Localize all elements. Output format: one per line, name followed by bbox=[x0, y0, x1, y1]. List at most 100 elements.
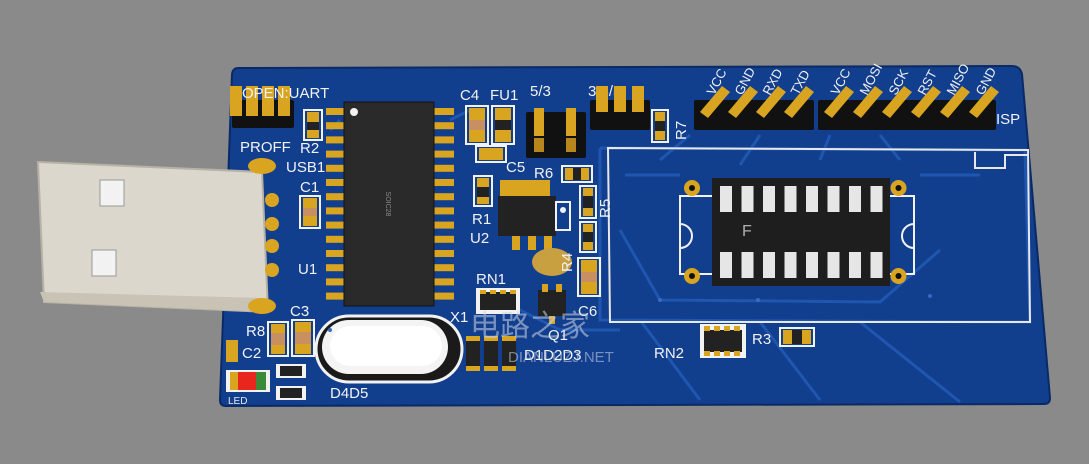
smd-r4 bbox=[579, 221, 597, 253]
label-fu1: FU1 bbox=[490, 87, 518, 104]
label-jumper-a: 5/3 bbox=[530, 83, 551, 100]
label-c2: C2 bbox=[242, 345, 261, 362]
usb-mount-pad bbox=[248, 298, 276, 314]
resistor-network-rn1 bbox=[476, 288, 520, 314]
label-c1: C1 bbox=[300, 179, 319, 196]
label-rn1: RN1 bbox=[476, 271, 506, 288]
chip-pin bbox=[326, 122, 346, 130]
smd-r8-c2 bbox=[226, 321, 289, 362]
dip-slot bbox=[827, 252, 840, 278]
dip-slot bbox=[827, 186, 840, 212]
smd-r2 bbox=[303, 109, 323, 141]
usb-shell-side bbox=[40, 292, 268, 312]
chip-pin bbox=[326, 193, 346, 201]
label-d4d5: D4D5 bbox=[330, 385, 368, 402]
smd-c1 bbox=[299, 195, 321, 229]
chip-pin bbox=[432, 292, 454, 300]
chip-pin bbox=[326, 221, 346, 229]
usb-window bbox=[91, 249, 117, 277]
label-c6: C6 bbox=[578, 303, 597, 320]
chip-pin1-dot bbox=[350, 108, 358, 116]
dip-slot bbox=[806, 252, 818, 278]
chip-pin bbox=[326, 150, 346, 158]
header-pin bbox=[824, 86, 854, 118]
transistor-q1 bbox=[538, 284, 566, 324]
dip-slot bbox=[784, 252, 797, 278]
label-r8: R8 bbox=[246, 323, 265, 340]
label-rn2: RN2 bbox=[654, 345, 684, 362]
resistor-network-rn2 bbox=[700, 324, 746, 358]
chip-pin bbox=[432, 221, 454, 229]
header-pin bbox=[969, 86, 999, 118]
dip-slot bbox=[849, 252, 861, 278]
label-d1d2d3: D1D2D3 bbox=[524, 347, 582, 364]
uart-jumper bbox=[230, 86, 294, 128]
dip-socket-body bbox=[712, 178, 890, 286]
antenna-outline bbox=[974, 152, 1028, 169]
via bbox=[658, 298, 662, 302]
voltage-jumper-b bbox=[590, 86, 650, 130]
chip-marking: SOIC28 bbox=[384, 192, 391, 217]
smd-r1 bbox=[473, 175, 493, 207]
chip-pins bbox=[326, 108, 454, 300]
diodes-d4d5 bbox=[276, 364, 306, 400]
chip-pin bbox=[432, 193, 454, 201]
chip-pin bbox=[326, 164, 346, 172]
chip-body bbox=[343, 101, 435, 307]
chip-pin bbox=[432, 207, 454, 215]
jumper-pin bbox=[230, 86, 242, 116]
usb-window bbox=[99, 179, 125, 207]
header-right bbox=[818, 86, 999, 130]
smd-c6 bbox=[577, 257, 601, 297]
led-component bbox=[226, 370, 270, 392]
usb-pin bbox=[265, 193, 279, 207]
header-left bbox=[694, 86, 814, 130]
chip-pin bbox=[432, 108, 454, 115]
label-r2: R2 bbox=[300, 140, 319, 157]
smd-r6 bbox=[561, 165, 593, 183]
diodes-d1d2d3 bbox=[466, 336, 516, 371]
chip-u1: SOIC28 bbox=[326, 101, 454, 307]
chip-pin bbox=[326, 207, 346, 215]
chip-pin bbox=[432, 264, 454, 272]
usb-pin bbox=[265, 263, 279, 277]
via bbox=[328, 328, 332, 332]
label-c5: C5 bbox=[506, 159, 525, 176]
header-pin bbox=[784, 86, 814, 118]
chip-pin bbox=[432, 150, 454, 158]
chip-pin bbox=[326, 264, 346, 272]
header-pin bbox=[882, 86, 912, 118]
label-r3: R3 bbox=[752, 331, 771, 348]
label-r5: R5 bbox=[597, 199, 614, 218]
header-pin bbox=[756, 86, 786, 118]
dip-slot bbox=[720, 252, 732, 278]
dip-slot bbox=[741, 252, 754, 278]
dip-slot bbox=[763, 252, 775, 278]
jumper-pin bbox=[262, 86, 274, 116]
smd-r7 bbox=[651, 109, 669, 143]
label-r6: R6 bbox=[534, 165, 553, 182]
smd-c3 bbox=[291, 319, 315, 357]
label-r4: R4 bbox=[559, 253, 576, 272]
header-pin bbox=[940, 86, 970, 118]
label-u2: U2 bbox=[470, 230, 489, 247]
jumper-pin bbox=[278, 86, 290, 116]
label-proff: PROFF bbox=[240, 139, 291, 156]
socket-marking: F bbox=[742, 223, 752, 240]
chip-pin bbox=[326, 250, 346, 257]
dip-slot bbox=[720, 186, 732, 212]
dip-slot bbox=[741, 186, 754, 212]
chip-pin bbox=[432, 250, 454, 257]
label-r1: R1 bbox=[472, 211, 491, 228]
crystal-x1 bbox=[314, 314, 464, 384]
via bbox=[756, 298, 760, 302]
chip-pin bbox=[326, 108, 346, 115]
label-isp: ISP bbox=[996, 111, 1020, 128]
header-pin bbox=[911, 86, 941, 118]
chip-pin bbox=[432, 179, 454, 186]
chip-pin bbox=[326, 136, 346, 144]
chip-pin bbox=[326, 278, 346, 286]
chip-pin bbox=[326, 235, 346, 243]
